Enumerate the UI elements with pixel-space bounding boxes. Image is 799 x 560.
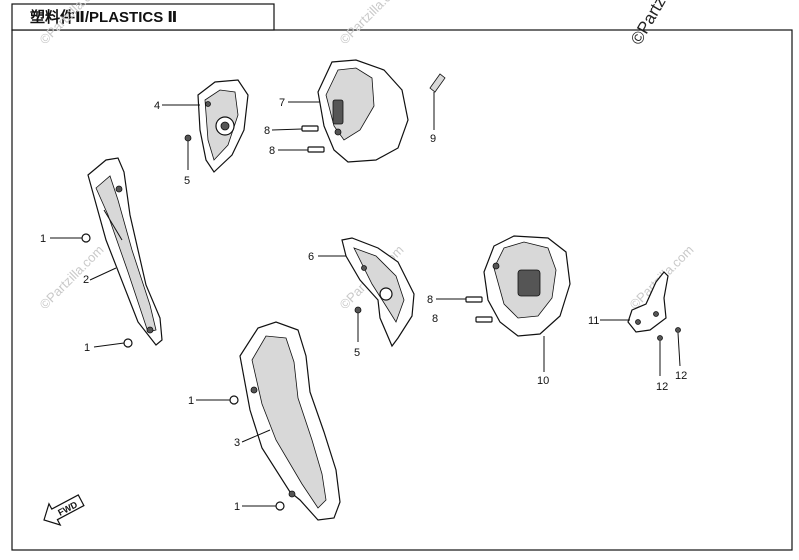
callout-5: 5 <box>354 347 360 359</box>
part-11-bracket <box>627 271 669 333</box>
callout-8: 8 <box>264 125 270 137</box>
fastener-5b <box>354 306 362 342</box>
fastener-1c <box>229 395 239 405</box>
callout-7: 7 <box>279 97 285 109</box>
callout-1: 1 <box>40 233 46 245</box>
fastener-1d <box>275 501 285 511</box>
diagram-frame <box>11 29 793 551</box>
part-7-upper-box <box>317 59 409 163</box>
fastener-8b <box>307 146 325 153</box>
callout-8: 8 <box>427 294 433 306</box>
fastener-8d <box>475 316 493 323</box>
part-4-cover <box>197 79 249 173</box>
callout-5: 5 <box>184 175 190 187</box>
callout-3: 3 <box>234 437 240 449</box>
diagram-title: 塑料件Ⅱ/PLASTICS Ⅱ <box>30 8 177 26</box>
callout-11: 11 <box>588 315 599 327</box>
part-2-side-trim <box>87 157 163 346</box>
part-9-clip <box>429 73 446 93</box>
part-6-trim-panel <box>341 237 415 348</box>
callout-9: 9 <box>430 133 436 145</box>
callout-1: 1 <box>188 395 194 407</box>
callout-8: 8 <box>432 313 438 325</box>
callout-6: 6 <box>308 251 314 263</box>
part-3-lower-trim <box>239 321 341 521</box>
callout-12: 12 <box>675 370 687 382</box>
callout-1: 1 <box>84 342 90 354</box>
fastener-1b <box>123 338 133 348</box>
callout-4: 4 <box>154 100 160 112</box>
fwd-arrow-icon: FWD <box>43 494 85 526</box>
callout-8: 8 <box>269 145 275 157</box>
watermark-text: ©Partzilla.com <box>337 0 407 47</box>
fastener-8c <box>465 296 483 303</box>
callout-1: 1 <box>234 501 240 513</box>
callout-2: 2 <box>83 274 89 286</box>
fastener-8a <box>301 125 319 132</box>
fastener-12a <box>657 335 663 376</box>
title-box <box>11 3 275 31</box>
part-10-box-cover <box>483 235 571 337</box>
callout-10: 10 <box>537 375 549 387</box>
watermark-corner: ©Partzi <box>627 0 671 48</box>
fastener-12b <box>675 327 681 367</box>
callout-12: 12 <box>656 381 668 393</box>
fastener-5a <box>184 134 192 170</box>
